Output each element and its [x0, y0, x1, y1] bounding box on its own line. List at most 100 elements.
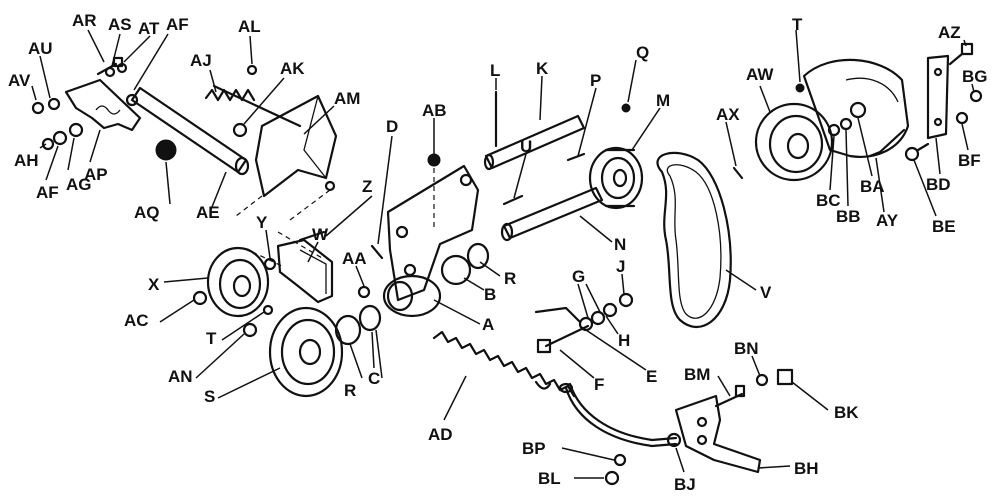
washer-ba [849, 101, 867, 119]
belt-v [656, 151, 732, 328]
label-bh: BH [794, 459, 819, 478]
label-ba: BA [860, 177, 885, 196]
plate-bd [926, 54, 950, 140]
label-z: Z [362, 177, 372, 196]
nut-ac [192, 290, 208, 306]
washer-af-upper [125, 93, 139, 107]
label-bl: BL [538, 469, 561, 488]
label-bc: BC [816, 191, 841, 210]
guide-line-am [235, 195, 263, 217]
label-bp: BP [522, 439, 546, 458]
label-ar: AR [72, 11, 97, 30]
washer-ag [68, 122, 84, 138]
label-g: G [572, 267, 585, 286]
label-bk: BK [834, 403, 859, 422]
label-bn: BN [734, 339, 759, 358]
label-be: BE [932, 217, 956, 236]
part-labels: AR AS AT AF AU AV AH AG AP AF AQ AE AL A… [8, 11, 988, 494]
label-j: J [616, 257, 625, 276]
label-af-top: AF [166, 15, 189, 34]
label-ag: AG [66, 175, 92, 194]
label-v: V [760, 283, 772, 302]
bolt-be [904, 142, 930, 162]
washer-as [104, 66, 116, 78]
label-bf: BF [958, 151, 981, 170]
label-s: S [204, 387, 215, 406]
housing-ay [802, 58, 910, 158]
label-f: F [594, 375, 604, 394]
label-bj: BJ [674, 475, 696, 494]
pulley-s [268, 306, 344, 398]
label-d: D [386, 117, 398, 136]
bolt-az [948, 42, 974, 66]
linkage-rod [558, 382, 678, 448]
knob-aq [155, 139, 177, 161]
lever-plate-ap [64, 78, 142, 132]
pin-t-right [795, 83, 805, 93]
label-p: P [590, 71, 601, 90]
label-aq: AQ [134, 203, 160, 222]
washer-y [263, 257, 277, 271]
pulley-m [588, 146, 644, 210]
washer-r-right [466, 242, 490, 270]
idler-bracket-w [276, 238, 334, 304]
label-t-left: T [206, 329, 217, 348]
spring-aj [204, 88, 256, 102]
label-u: U [520, 137, 532, 156]
label-w: W [312, 225, 329, 244]
label-ap: AP [84, 165, 108, 184]
label-b: B [484, 285, 496, 304]
label-n: N [614, 235, 626, 254]
nut-ab [427, 153, 441, 167]
bushing-c [358, 304, 382, 332]
label-ac: AC [124, 311, 149, 330]
nut-bj [666, 432, 682, 448]
label-a: A [482, 315, 494, 334]
label-an: AN [168, 367, 193, 386]
label-az: AZ [938, 23, 961, 42]
leader-lines [31, 29, 975, 479]
spring-ad [432, 330, 576, 398]
label-am: AM [334, 89, 360, 108]
label-ay: AY [876, 211, 899, 230]
bolt-d [370, 244, 384, 260]
nut-bn [755, 373, 769, 387]
washer-g-1 [578, 316, 594, 332]
label-bb: BB [836, 207, 861, 226]
label-c: C [368, 369, 380, 388]
washer-au [47, 97, 61, 111]
label-al: AL [238, 17, 261, 36]
pulley-x [206, 246, 270, 318]
nut-bl [604, 470, 620, 486]
nut-ah [41, 137, 55, 151]
label-at: AT [138, 19, 160, 38]
nut-an [242, 322, 258, 338]
rod-e [534, 306, 582, 324]
label-l: L [490, 61, 500, 80]
label-r-right: R [504, 269, 516, 288]
bearing-a [382, 274, 442, 318]
label-y: Y [256, 213, 268, 232]
nut-av [31, 101, 45, 115]
bolt-bm [714, 384, 746, 408]
label-aw: AW [746, 65, 774, 84]
label-af-bottom: AF [36, 183, 59, 202]
key-p [566, 152, 586, 162]
shaft-n [500, 186, 604, 242]
pin-al [246, 64, 258, 76]
label-r-left: R [344, 381, 356, 400]
washer-bp [613, 453, 627, 467]
label-k: K [536, 59, 549, 78]
label-au: AU [28, 39, 53, 58]
guide-line-y [243, 231, 323, 267]
label-bg: BG [962, 67, 988, 86]
washer-bb [839, 117, 853, 131]
washer-bf [955, 111, 969, 125]
label-aa: AA [342, 249, 367, 268]
label-av: AV [8, 71, 31, 90]
washer-g-2 [590, 310, 606, 326]
label-h: H [618, 331, 630, 350]
washer-af-lower [52, 130, 68, 146]
